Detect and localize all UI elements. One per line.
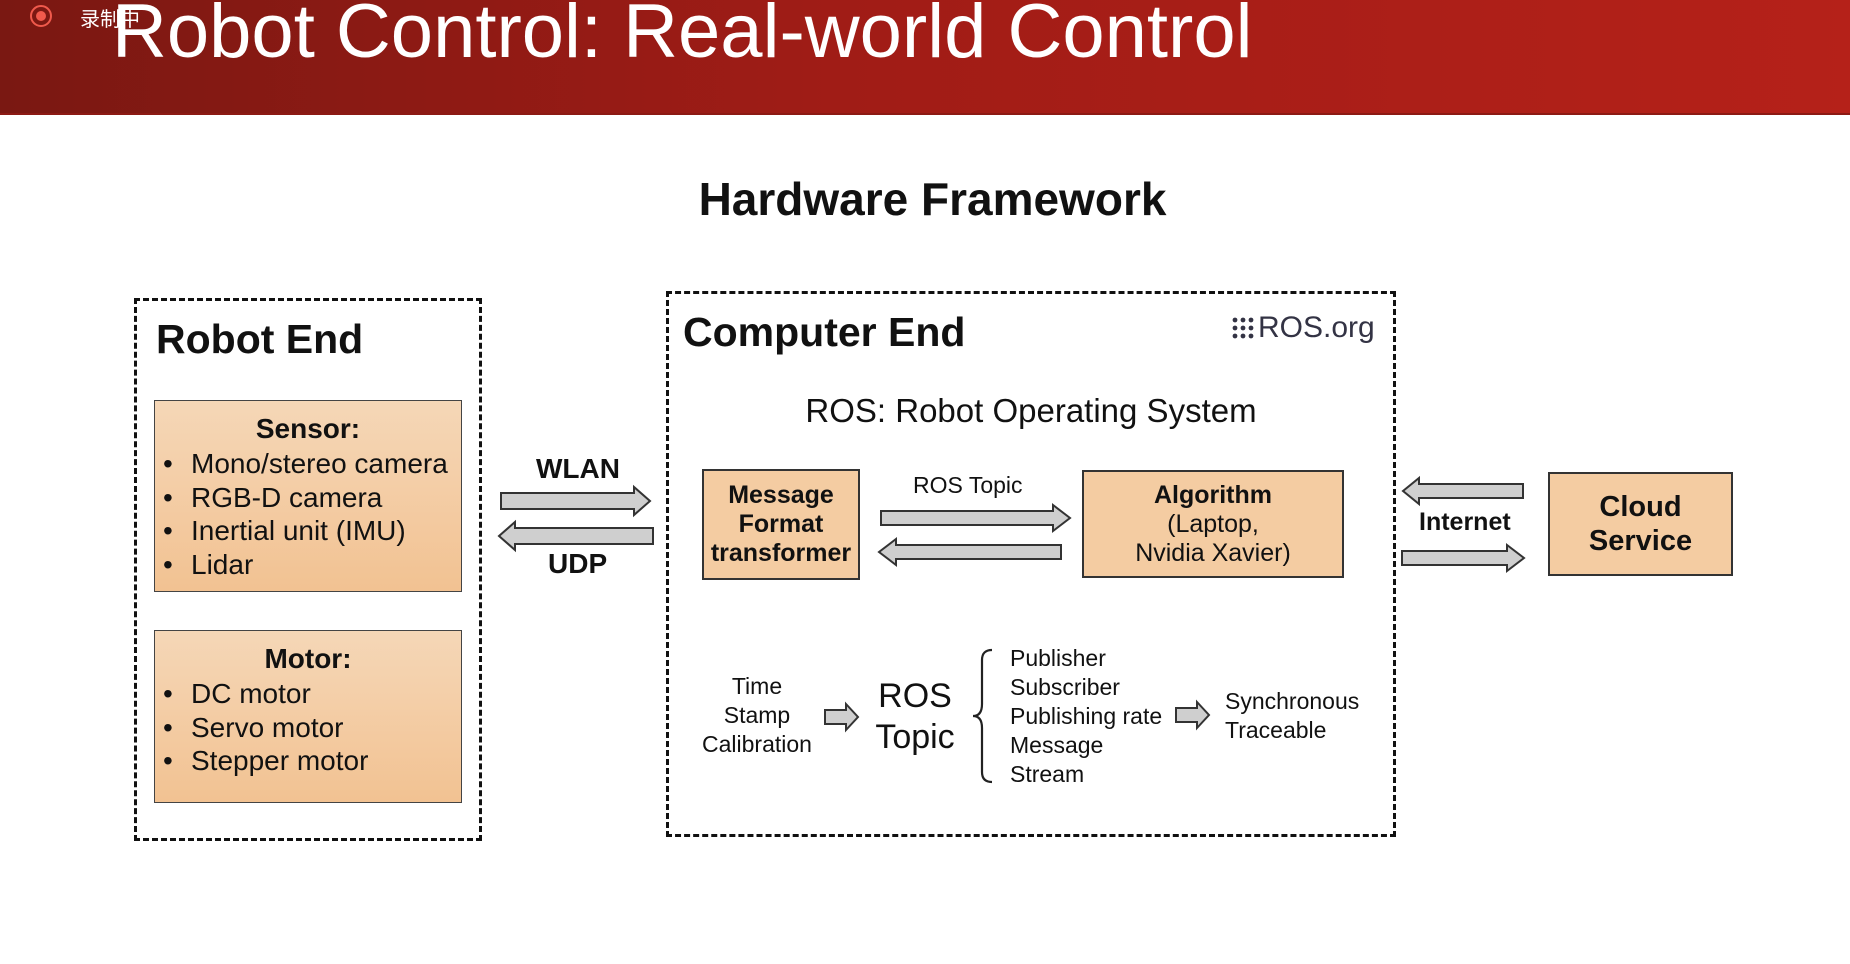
diagram-title: Hardware Framework <box>698 173 1167 225</box>
time-stamp-calibration: Time Stamp Calibration <box>690 672 824 759</box>
computer-end-title: Computer End <box>683 309 966 355</box>
algorithm-line: Nvidia Xavier) <box>1135 538 1291 567</box>
list-item: DC motor <box>163 677 461 711</box>
internet-label: Internet <box>1419 508 1511 536</box>
right-arrow-icon <box>500 484 652 518</box>
time-stamp-line: Time <box>731 673 783 699</box>
ros-topic-label: ROS Topic <box>913 472 1023 498</box>
transformer-line: transformer <box>710 539 852 567</box>
algorithm-box: Algorithm (Laptop, Nvidia Xavier) <box>1082 470 1344 578</box>
topic-results-list: Synchronous Traceable <box>1225 687 1359 745</box>
computer-end-container <box>666 291 1396 837</box>
motor-heading: Motor: <box>264 643 352 674</box>
motor-list: DC motor Servo motor Stepper motor <box>155 677 461 778</box>
record-dot-icon <box>36 11 46 21</box>
motor-card: Motor: DC motor Servo motor Stepper moto… <box>154 630 462 803</box>
list-item: Stream <box>1010 761 1085 787</box>
algorithm-line: Algorithm <box>1153 480 1273 509</box>
list-item: RGB-D camera <box>163 481 461 515</box>
slide-title: Robot Control: Real-world Control <box>112 0 1253 74</box>
right-arrow-icon <box>824 701 860 733</box>
udp-label: UDP <box>548 548 608 579</box>
right-arrow-icon <box>880 502 1072 534</box>
sensor-list: Mono/stereo camera RGB-D camera Inertial… <box>155 447 461 581</box>
message-format-transformer-box: Message Format transformer <box>702 469 860 580</box>
ros-subtitle: ROS: Robot Operating System <box>805 392 1257 429</box>
left-arrow-icon <box>877 536 1062 568</box>
right-arrow-icon <box>1175 699 1211 731</box>
ros-logo-text: ROS.org <box>1258 311 1375 344</box>
left-arrow-icon <box>1401 475 1524 507</box>
robot-end-container <box>134 298 482 841</box>
title-bar <box>0 0 1850 115</box>
sensor-heading: Sensor: <box>255 413 361 444</box>
ros-topic-line: ROS <box>878 677 952 715</box>
list-item: Inertial unit (IMU) <box>163 514 461 548</box>
list-item: Message <box>1010 732 1104 758</box>
list-item: Subscriber <box>1010 674 1120 700</box>
left-arrow-icon <box>497 519 654 553</box>
ros-logo: ROS.org <box>1232 311 1375 345</box>
sensor-card: Sensor: Mono/stereo camera RGB-D camera … <box>154 400 462 592</box>
right-arrow-icon <box>1401 542 1526 574</box>
transformer-line: Message <box>728 481 834 509</box>
cloud-line: Cloud <box>1599 491 1682 523</box>
wlan-label: WLAN <box>536 453 620 484</box>
ros-dots-icon <box>1232 317 1254 339</box>
record-icon <box>30 5 52 27</box>
cloud-line: Service <box>1588 525 1693 557</box>
list-item: Traceable <box>1225 717 1327 743</box>
cloud-service-box: Cloud Service <box>1548 472 1733 576</box>
algorithm-line: (Laptop, <box>1167 509 1259 538</box>
list-item: Publisher <box>1010 645 1106 671</box>
time-stamp-line: Stamp <box>723 702 791 728</box>
ros-topic-heading: ROS Topic <box>866 676 964 758</box>
list-item: Servo motor <box>163 711 461 745</box>
robot-end-title: Robot End <box>156 316 364 362</box>
transformer-line: Format <box>738 510 824 538</box>
time-stamp-line: Calibration <box>702 731 812 757</box>
recording-label: 录制中 <box>80 9 140 31</box>
list-item: Lidar <box>163 548 461 582</box>
left-brace-icon <box>972 648 993 784</box>
topic-properties-list: Publisher Subscriber Publishing rate Mes… <box>1010 644 1162 789</box>
list-item: Mono/stereo camera <box>163 447 461 481</box>
list-item: Publishing rate <box>1010 703 1163 729</box>
list-item: Stepper motor <box>163 744 461 778</box>
ros-topic-line: Topic <box>875 718 955 756</box>
list-item: Synchronous <box>1225 688 1360 714</box>
